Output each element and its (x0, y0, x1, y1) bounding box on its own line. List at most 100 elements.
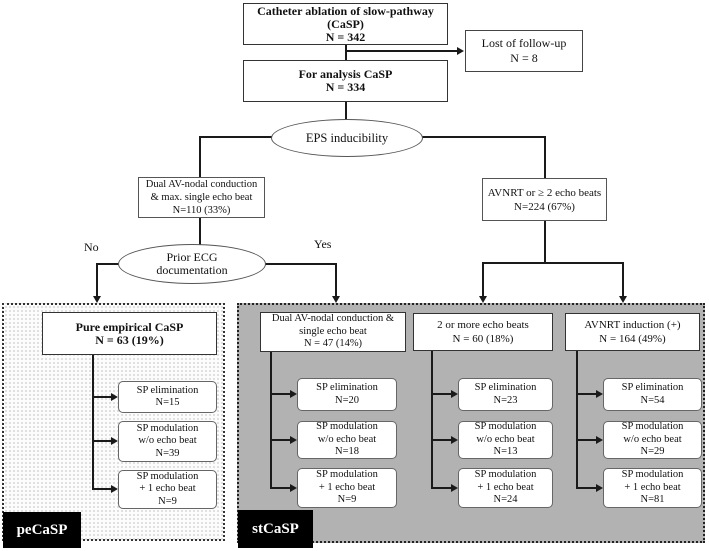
enrollment-line-1: Catheter ablation of slow-pathway (257, 3, 434, 18)
st2-stem (431, 351, 433, 488)
outcome-line: SP elimination (136, 384, 199, 396)
outcome-line: w/o echo beat (317, 433, 377, 445)
arrow-st1-3-icon (290, 484, 297, 492)
st1-outcome-elimination: SP elimination N=20 (297, 378, 397, 411)
dual-branch-line-3: N=110 (33%) (172, 205, 231, 216)
st3-branch-2 (576, 439, 597, 441)
outcome-line: N=9 (337, 494, 357, 506)
st1-branch-3 (270, 487, 291, 489)
ecg-decision-line-2: documentation (156, 263, 228, 277)
header-line: N = 164 (49%) (599, 333, 666, 345)
outcome-line: N=54 (640, 394, 665, 406)
arrow-yes-icon (332, 296, 340, 303)
dual-branch-line-2: & max. single echo beat (150, 192, 253, 203)
st1-stem (270, 352, 272, 488)
stcasp-label: stCaSP (238, 510, 313, 548)
connector-split-left (482, 262, 484, 297)
arrow-no-icon (93, 296, 101, 303)
outcome-line: N=13 (493, 446, 518, 458)
st1-branch-2 (270, 439, 291, 441)
avnrt-branch-line-1: AVNRT or ≥ 2 echo beats (487, 186, 602, 199)
outcome-line: SP modulation (621, 469, 684, 481)
outcome-line: SP elimination (316, 382, 378, 393)
arrow-avnrt-icon (619, 296, 627, 303)
outcome-line: SP modulation (136, 470, 199, 482)
connector-eps-right-h (421, 136, 546, 138)
outcome-line: N=9 (158, 495, 177, 507)
connector-to-lost (346, 50, 457, 52)
outcome-line: w/o echo beat (623, 433, 682, 445)
connector-analysis-to-eps (345, 102, 347, 120)
st3-header-box: AVNRT induction (+) N = 164 (49%) (565, 313, 700, 351)
outcome-line: + 1 echo beat (318, 481, 376, 493)
st2-outcome-elimination: SP elimination N=23 (458, 378, 553, 411)
connector-eps-right-v (544, 136, 546, 179)
header-line: 2 or more echo beats (437, 319, 529, 331)
outcome-line: N=15 (155, 397, 180, 408)
header-line: AVNRT induction (+) (584, 319, 681, 331)
st1-outcome-modulation: SP modulation w/o echo beat N=18 (297, 421, 397, 459)
arrow-st2-1-icon (451, 390, 458, 398)
arrow-st3-2-icon (596, 436, 603, 444)
pe-header-box: Pure empirical CaSP N = 63 (19%) (42, 312, 217, 355)
connector-dual-to-ecg (199, 218, 201, 246)
arrow-st3-1-icon (596, 390, 603, 398)
st2-outcome-modulation: SP modulation w/o echo beat N=13 (458, 421, 553, 459)
analysis-line-1: For analysis CaSP (298, 67, 393, 81)
st3-outcome-modulation-echo: SP modulation + 1 echo beat N=81 (603, 468, 702, 508)
header-line: Dual AV-nodal conduction & (271, 313, 395, 325)
pe-outcome-elimination: SP elimination N=15 (118, 381, 217, 413)
connector-yes-v (335, 263, 337, 297)
outcome-line: w/o echo beat (476, 433, 535, 445)
enrollment-box: Catheter ablation of slow-pathway (CaSP)… (243, 3, 448, 45)
st3-stem (576, 351, 578, 488)
analysis-box: For analysis CaSP N = 334 (243, 60, 448, 102)
analysis-line-2: N = 334 (325, 80, 366, 94)
connector-eps-left-h (199, 136, 273, 138)
dual-branch-box: Dual AV-nodal conduction & max. single e… (138, 177, 265, 218)
connector-yes-h (264, 263, 337, 265)
header-line: N = 60 (18%) (452, 333, 514, 345)
st1-branch-1 (270, 393, 291, 395)
outcome-line: N=29 (640, 446, 665, 458)
pe-branch-1 (92, 396, 112, 398)
connector-avnrt-down (544, 221, 546, 264)
outcome-line: SP modulation (474, 469, 537, 481)
pe-header-line-1: Pure empirical CaSP (75, 319, 184, 334)
st2-branch-3 (431, 487, 452, 489)
outcome-line: N=23 (493, 394, 518, 406)
outcome-line: SP modulation (621, 421, 684, 433)
st2-branch-1 (431, 393, 452, 395)
st3-outcome-modulation: SP modulation w/o echo beat N=29 (603, 421, 702, 459)
outcome-line: SP modulation (316, 469, 378, 481)
outcome-line: SP elimination (621, 382, 684, 393)
header-line: N = 47 (14%) (303, 338, 363, 350)
arrow-pe-2-icon (111, 437, 118, 445)
avnrt-branch-box: AVNRT or ≥ 2 echo beats N=224 (67%) (482, 178, 607, 221)
pe-header-line-2: N = 63 (19%) (95, 332, 164, 347)
outcome-line: N=24 (493, 494, 518, 506)
arrow-st1-1-icon (290, 390, 297, 398)
pe-outcome-modulation-echo: SP modulation + 1 echo beat N=9 (118, 470, 217, 509)
outcome-line: SP modulation (136, 422, 199, 434)
arrow-st2-3-icon (451, 484, 458, 492)
st2-outcome-modulation-echo: SP modulation + 1 echo beat N=24 (458, 468, 553, 508)
avnrt-branch-line-2: N=224 (67%) (514, 200, 575, 213)
arrow-pe-1-icon (111, 393, 118, 401)
st3-outcome-elimination: SP elimination N=54 (603, 378, 702, 411)
eps-decision-ellipse: EPS inducibility (271, 119, 423, 157)
st1-outcome-modulation-echo: SP modulation + 1 echo beat N=9 (297, 468, 397, 508)
outcome-line: N=81 (640, 494, 665, 506)
arrow-pe-3-icon (111, 485, 118, 493)
eps-decision-label: EPS inducibility (305, 131, 389, 145)
outcome-line: N=39 (155, 447, 180, 459)
arrow-st2-2-icon (451, 436, 458, 444)
ecg-decision-line-1: Prior ECG (166, 249, 218, 264)
lost-line-1: Lost of follow-up (481, 36, 567, 50)
outcome-line: + 1 echo beat (624, 481, 681, 493)
connector-no-h (96, 263, 120, 265)
arrow-st3-3-icon (596, 484, 603, 492)
st2-header-box: 2 or more echo beats N = 60 (18%) (413, 313, 553, 351)
outcome-line: N=20 (334, 394, 359, 406)
